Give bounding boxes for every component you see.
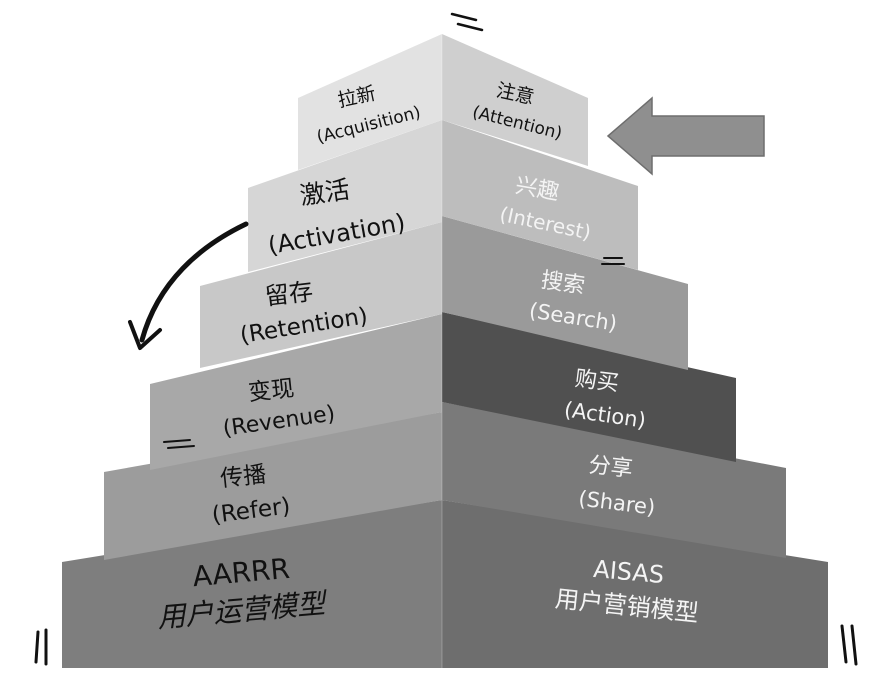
left-base-face — [62, 500, 442, 668]
decorative-strokes — [34, 12, 858, 666]
right-tier-attention — [442, 34, 588, 166]
left-pointing-block-arrow-icon — [606, 96, 765, 176]
search-zh: 搜索 — [539, 268, 586, 299]
left-tier-refer — [104, 412, 442, 560]
action-zh: 购买 — [573, 366, 620, 396]
share-zh: 分享 — [587, 453, 633, 482]
right-tier-action — [442, 312, 736, 462]
right-tier-share — [442, 402, 786, 558]
right-face — [442, 34, 828, 668]
right-tier-interest — [442, 120, 638, 270]
activation-zh: 激活 — [298, 175, 352, 211]
revenue-zh: 变现 — [247, 376, 295, 407]
left-tier-retention — [200, 222, 442, 368]
left-face — [62, 34, 442, 668]
left-tier-acquisition — [298, 34, 442, 170]
retention-zh: 留存 — [263, 277, 314, 311]
aisas-title: AISAS — [592, 555, 665, 589]
right-base-face — [442, 500, 828, 668]
curved-down-arrow-icon — [128, 221, 249, 350]
refer-zh: 传播 — [219, 462, 267, 493]
left-tier-revenue — [150, 314, 442, 470]
left-tier-activation — [248, 120, 442, 272]
right-tier-search — [442, 216, 688, 370]
